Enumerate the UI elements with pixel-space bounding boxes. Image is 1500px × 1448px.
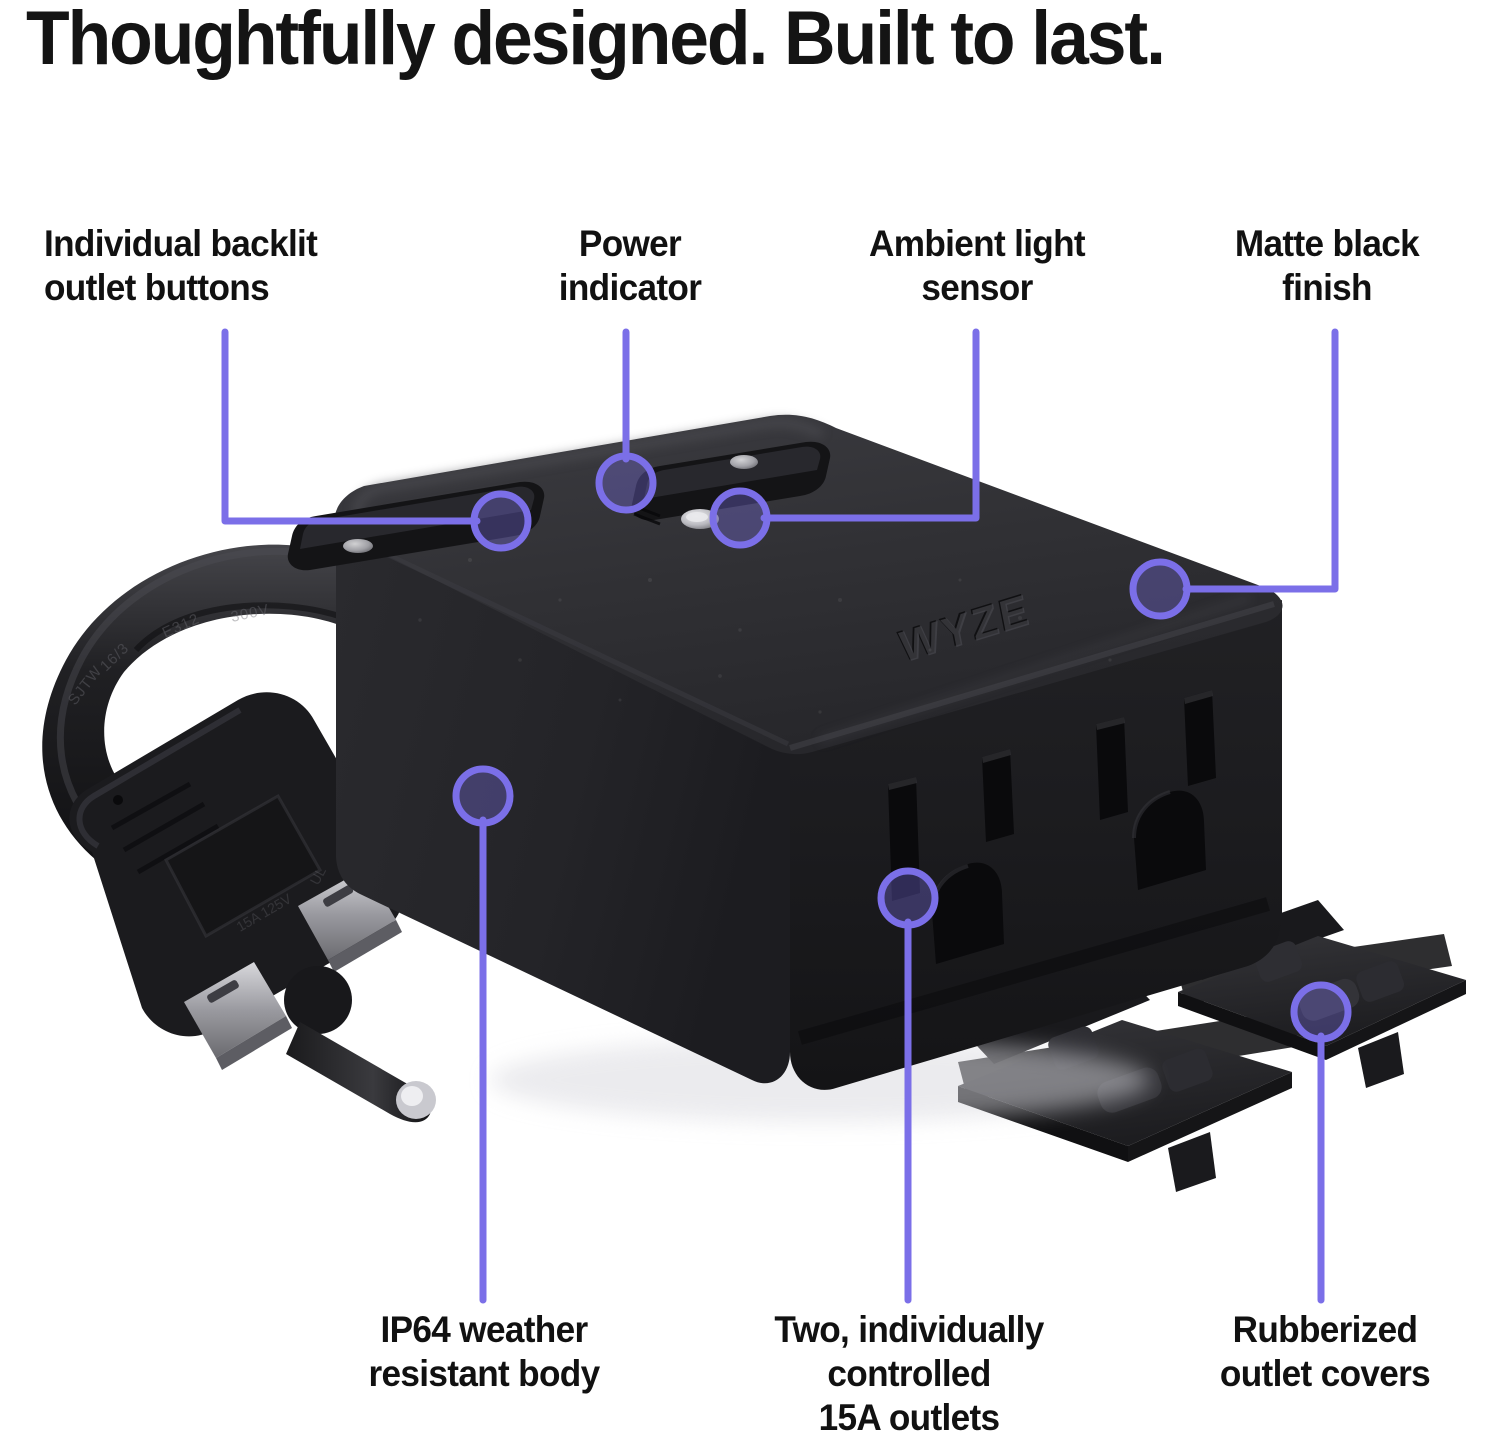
callout-label-line: Individual backlit [44, 223, 318, 264]
callout-label-line: controlled [827, 1353, 991, 1394]
light-sensor-highlight [686, 512, 708, 522]
callout-label-line: Ambient light [869, 223, 1086, 264]
callout-label-line: resistant body [368, 1353, 601, 1394]
callout-label-line: Two, individually [774, 1309, 1044, 1350]
callout-label-line: sensor [921, 267, 1033, 308]
outlet-button-right[interactable] [631, 441, 831, 521]
callout-label-line: IP64 weather [380, 1309, 589, 1350]
callout-ring-power-indicator [595, 452, 657, 514]
callout-label-line: indicator [558, 267, 702, 308]
callout-label-power-indicator: Power indicator [511, 222, 749, 310]
callout-label-line: outlet covers [1219, 1353, 1431, 1394]
callout-ring-two-outlets [877, 867, 939, 929]
plug-marking: UL [307, 864, 330, 888]
callout-line-rubber-covers [1290, 981, 1352, 1304]
callout-line-two-outlets [877, 867, 939, 1304]
callout-label-rubber-covers: Rubberized outlet covers [1172, 1308, 1478, 1396]
plug-ground-pin [284, 966, 436, 1123]
outlet-socket-right [1096, 690, 1216, 890]
callout-label-line: Matte black [1234, 223, 1420, 264]
power-plug: 15A 125V UL [69, 692, 436, 1123]
button-led-right [730, 455, 758, 469]
surface-texture [418, 558, 1112, 714]
callout-label-line: Power [578, 223, 682, 264]
callout-label-line: Rubberized [1232, 1309, 1418, 1350]
callout-line-ip64 [452, 765, 514, 1304]
callout-label-matte-finish: Matte black finish [1189, 222, 1465, 310]
callout-label-ip64: IP64 weather resistant body [315, 1308, 653, 1396]
callout-ring-rubber-covers [1290, 981, 1352, 1043]
callout-label-ambient-sensor: Ambient light sensor [830, 222, 1125, 310]
callout-label-line: finish [1282, 267, 1372, 308]
page-title: Thoughtfully designed. Built to last. [26, 0, 1166, 81]
plug-blade-neutral [184, 962, 292, 1070]
callout-ring-ambient-sensor [709, 487, 771, 549]
callout-line-backlit-buttons [221, 328, 532, 552]
callout-label-line: outlet buttons [44, 267, 270, 308]
callout-label-two-outlets: Two, individually controlled 15A outlets [731, 1308, 1086, 1440]
callout-line-matte-finish [1129, 328, 1339, 620]
callout-line-power-indicator [595, 328, 657, 514]
callout-ring-ip64 [452, 765, 514, 827]
device-left-face [336, 530, 790, 1084]
callout-ring-backlit-buttons [470, 490, 532, 552]
callout-line-ambient-sensor [709, 328, 980, 549]
callout-ring-matte-finish [1129, 558, 1191, 620]
callout-label-line: 15A outlets [818, 1397, 1001, 1438]
callout-label-backlit-buttons: Individual backlit outlet buttons [44, 222, 443, 310]
button-led-left [343, 539, 373, 553]
